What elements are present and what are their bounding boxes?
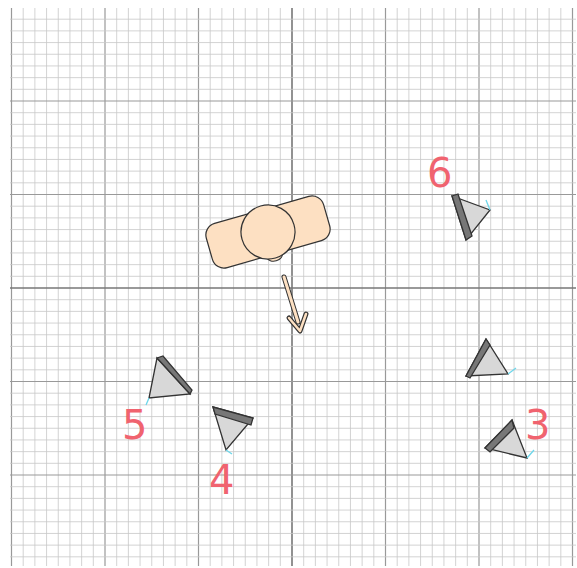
grid-line: [549, 8, 550, 566]
grid-line: [10, 428, 576, 429]
grid-line: [10, 393, 576, 394]
grid-line: [350, 8, 351, 566]
callout-number: 4: [209, 460, 234, 500]
grid-line: [10, 521, 576, 522]
grid-line: [245, 8, 246, 566]
grid-line: [10, 65, 576, 66]
grid-line: [327, 8, 328, 566]
grid-line: [338, 8, 339, 566]
grid-line: [10, 416, 576, 417]
camera-icons: [146, 194, 534, 458]
grid-line: [502, 8, 503, 566]
grid-line: [490, 8, 491, 566]
grid-line: [10, 136, 576, 137]
grid-line: [537, 8, 538, 566]
grid-line: [10, 112, 576, 113]
grid-line: [10, 147, 576, 148]
callout-number: 5: [122, 405, 147, 445]
grid-line: [46, 8, 47, 566]
grid-line: [81, 8, 82, 566]
grid-line: [93, 8, 94, 566]
grid-line: [10, 287, 576, 289]
grid-line: [10, 252, 576, 253]
grid-line: [140, 8, 141, 566]
grid-line: [34, 8, 35, 566]
grid-line: [10, 124, 576, 125]
grid-line: [291, 8, 293, 566]
grid: [10, 8, 576, 566]
grid-line: [560, 8, 561, 566]
callout-number: 3: [525, 405, 550, 445]
grid-line: [268, 8, 269, 566]
grid-line: [10, 194, 576, 195]
grid-line: [175, 8, 176, 566]
grid-line: [10, 556, 576, 557]
heading-arrow: [284, 277, 306, 331]
grid-line: [280, 8, 281, 566]
grid-line: [10, 439, 576, 440]
grid-line: [397, 8, 398, 566]
grid-line: [128, 8, 129, 566]
grid-line: [10, 171, 576, 172]
grid-line: [525, 8, 526, 566]
grid-line: [256, 8, 257, 566]
grid-line: [443, 8, 444, 566]
grid-line: [23, 8, 24, 566]
grid-line: [10, 533, 576, 534]
grid-line: [58, 8, 59, 566]
grid-line: [10, 77, 576, 78]
grid-line: [10, 30, 576, 31]
grid-line: [198, 8, 199, 566]
grid-line: [10, 463, 576, 464]
grid-line: [455, 8, 456, 566]
grid-line: [10, 334, 576, 335]
person-figure: [202, 189, 335, 277]
grid-line: [315, 8, 316, 566]
grid-line: [467, 8, 468, 566]
grid-line: [10, 404, 576, 405]
grid-line: [373, 8, 374, 566]
grid-line: [10, 276, 576, 277]
grid-line: [69, 8, 70, 566]
grid-line: [186, 8, 187, 566]
grid-line: [11, 8, 12, 566]
grid-line: [10, 498, 576, 499]
grid-line: [10, 89, 576, 90]
grid-line: [10, 486, 576, 487]
grid-line: [10, 54, 576, 55]
grid-line: [10, 545, 576, 546]
grid-line: [10, 159, 576, 160]
grid-line: [163, 8, 164, 566]
grid-line: [10, 510, 576, 511]
grid-line: [116, 8, 117, 566]
grid-line: [10, 182, 576, 183]
callout-number: 6: [427, 153, 452, 193]
grid-line: [420, 8, 421, 566]
grid-line: [572, 8, 573, 566]
grid-line: [385, 8, 386, 566]
grid-line: [478, 8, 479, 566]
grid-line: [408, 8, 409, 566]
grid-line: [362, 8, 363, 566]
grid-line: [10, 474, 576, 475]
grid-line: [303, 8, 304, 566]
grid-line: [10, 264, 576, 265]
grid-line: [10, 381, 576, 382]
grid-line: [10, 42, 576, 43]
grid-line: [104, 8, 105, 566]
grid-line: [514, 8, 515, 566]
grid-line: [151, 8, 152, 566]
grid-line: [10, 100, 576, 101]
grid-line: [10, 19, 576, 20]
grid-line: [432, 8, 433, 566]
